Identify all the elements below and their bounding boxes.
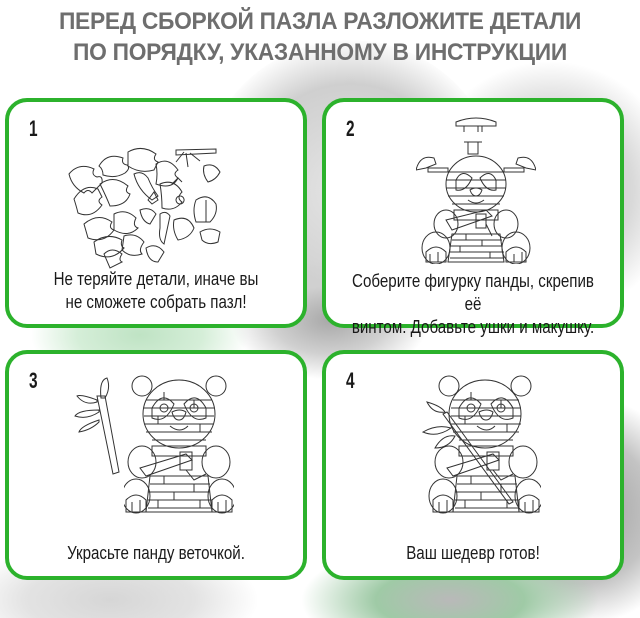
step-number: 4: [346, 368, 355, 393]
panda-assembly-illustration: [416, 112, 536, 264]
step-card-4: 4 Ваш шед: [322, 350, 624, 580]
step-caption: Не теряйте детали, иначе вы не сможете с…: [33, 268, 280, 314]
finished-panda-illustration: [421, 372, 541, 514]
caption-line-1: Соберите фигурку панды, скрепив её: [352, 271, 594, 314]
step-card-3: 3: [5, 350, 307, 580]
page-title-line-1: ПЕРЕД СБОРКОЙ ПАЗЛА РАЗЛОЖИТЕ ДЕТАЛИ: [58, 8, 582, 35]
step-card-2: 2 Соберите фигурку панды, скре: [322, 98, 624, 337]
step-number: 2: [346, 116, 355, 141]
step-number: 3: [29, 368, 38, 393]
caption-line-1: Ваш шедевр готов!: [406, 543, 540, 563]
caption-line-1: Не теряйте детали, иначе вы: [53, 269, 259, 289]
step-caption: Ваш шедевр готов!: [350, 542, 597, 565]
caption-line-1: Украсьте панду веточкой.: [67, 543, 245, 563]
caption-line-2: винтом. Добавьте ушки и макушку.: [351, 317, 595, 337]
step-card-1: 1 Не теря: [5, 98, 307, 328]
step-caption: Соберите фигурку панды, скрепив её винто…: [350, 270, 597, 339]
page-title: ПЕРЕД СБОРКОЙ ПАЗЛА РАЗЛОЖИТЕ ДЕТАЛИ ПО …: [22, 6, 617, 68]
step-caption: Украсьте панду веточкой.: [33, 542, 280, 565]
page-title-line-2: ПО ПОРЯДКУ, УКАЗАННОМУ В ИНСТРУКЦИИ: [73, 39, 567, 66]
puzzle-pieces-illustration: [64, 144, 234, 269]
step-number: 1: [29, 116, 38, 141]
panda-illustration: [124, 372, 234, 514]
bamboo-branch-illustration: [71, 376, 121, 476]
caption-line-2: не сможете собрать пазл!: [65, 292, 247, 312]
